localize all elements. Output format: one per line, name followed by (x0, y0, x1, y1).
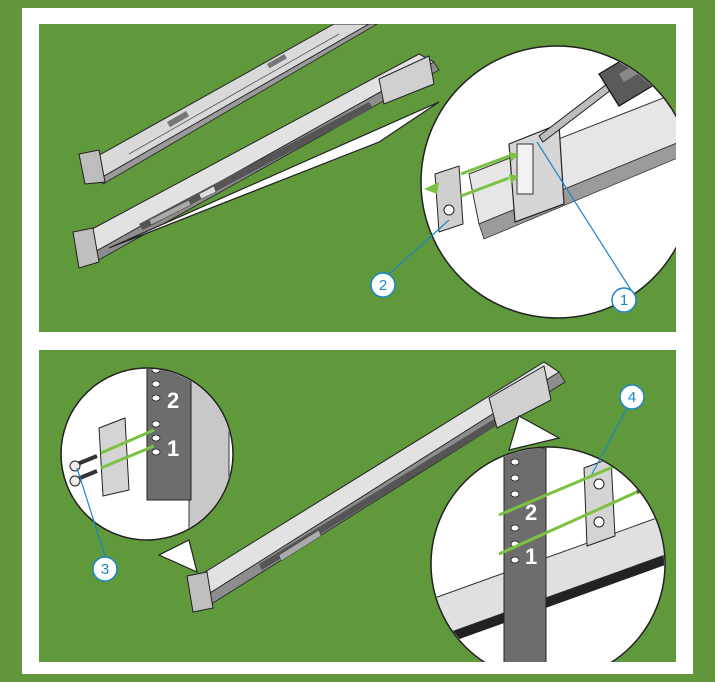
frame-border-bottom (22, 666, 693, 674)
insertion-arrows-left (100, 428, 155, 470)
rack-post-left (146, 369, 192, 501)
panel-separator (30, 332, 685, 350)
callout-4: 4 (619, 384, 645, 410)
magnified-view-rear-bracket (420, 45, 676, 319)
magnifier-pointer (108, 101, 440, 249)
insertion-arrows (460, 154, 510, 198)
inner-border-left (30, 16, 39, 666)
callout-3: 3 (92, 556, 118, 582)
rack-unit-marker-lower: 1 (167, 436, 179, 461)
callout-2: 2 (370, 272, 396, 298)
leader-line-4 (591, 407, 628, 475)
rack-post-right (503, 448, 547, 662)
magnified-view-rear-post: 2 1 (430, 446, 666, 662)
leader-line-1 (536, 141, 632, 291)
inner-border-bottom (30, 662, 685, 666)
magnifier-pointer-right (508, 415, 561, 451)
rack-unit-marker-upper: 2 (167, 388, 179, 413)
bottom-panel-secure-rail-to-rack: 2 1 (39, 350, 676, 662)
top-panel-border (30, 16, 685, 24)
frame-border-top (22, 8, 693, 16)
screws-left (69, 454, 98, 487)
rail-upper (78, 24, 378, 185)
callout-1: 1 (611, 287, 637, 313)
leader-line-2 (388, 219, 450, 275)
magnifier-pointer-left (157, 539, 198, 574)
callout-1-label: 1 (620, 292, 628, 309)
screws-right (636, 448, 664, 494)
leader-line-3 (76, 467, 106, 557)
top-panel-drawing: 1 2 (72, 24, 676, 319)
inner-border-right (676, 16, 685, 666)
frame-border-right (685, 8, 693, 674)
bottom-panel-drawing: 2 1 (60, 361, 666, 662)
callout-2-label: 2 (379, 277, 387, 294)
frame-border-left (22, 8, 30, 674)
magnified-view-front-post: 2 1 (60, 367, 234, 541)
callout-3-label: 3 (101, 561, 109, 578)
top-panel-install-rail-front: 1 2 (39, 24, 676, 332)
rack-unit-marker-lower-right: 1 (525, 544, 537, 569)
callout-4-label: 4 (628, 389, 636, 406)
rack-unit-marker-upper-right: 2 (525, 500, 537, 525)
rail-extended (186, 361, 566, 613)
rail-lower (72, 53, 440, 269)
